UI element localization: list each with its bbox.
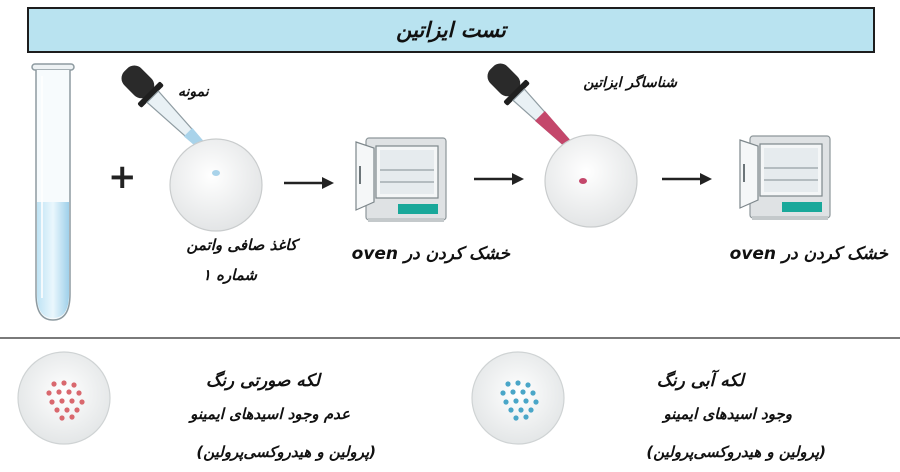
- spot: [64, 407, 70, 413]
- dry-label-2: خشک کردن در oven: [729, 244, 888, 264]
- result-left-line1: عدم وجود اسیدهای ایمینو: [190, 405, 350, 423]
- spot: [59, 398, 65, 404]
- spot: [503, 399, 509, 405]
- spot: [510, 389, 516, 395]
- plus-sign: +: [108, 157, 137, 197]
- paper-label-line2: شماره ۱: [202, 266, 257, 284]
- spot: [71, 382, 77, 388]
- spot: [515, 380, 521, 386]
- result-left-title: لکه صورتی رنگ: [205, 371, 320, 391]
- spot: [530, 390, 536, 396]
- spot: [513, 415, 519, 421]
- dry-label-1: خشک کردن در oven: [351, 244, 510, 264]
- result-left-line2: (پرولین و هیدروکسی‌پرولین): [196, 443, 376, 461]
- spot: [523, 398, 529, 404]
- filter-paper-icon: [169, 138, 263, 232]
- oven-icon: [355, 137, 447, 222]
- spot: [49, 399, 55, 405]
- spot: [56, 389, 62, 395]
- spot: [520, 389, 526, 395]
- spot: [508, 407, 514, 413]
- result-right-line2: (پرولین و هیدروکسی‌پرولین): [646, 443, 826, 461]
- spot: [61, 380, 67, 386]
- arrow-right-icon: [284, 177, 334, 189]
- filter-paper-indicator-icon: [544, 134, 638, 228]
- spot: [54, 407, 60, 413]
- spot: [66, 389, 72, 395]
- spot: [525, 382, 531, 388]
- section-divider: [0, 337, 900, 339]
- spot: [69, 414, 75, 420]
- title-banner: تست ایزاتین: [27, 7, 875, 53]
- spot: [46, 390, 52, 396]
- indicator-label: شناساگر ایزاتین: [583, 75, 677, 91]
- test-tube-icon: [31, 63, 75, 321]
- pink-spots: [46, 380, 85, 421]
- page-title: تست ایزاتین: [396, 18, 506, 42]
- spot: [518, 407, 524, 413]
- paper-label-line1: کاغذ صافی واتمن: [186, 236, 297, 254]
- spot: [69, 398, 75, 404]
- arrow-right-icon-3: [662, 173, 712, 185]
- arrow-right-icon-2: [474, 173, 524, 185]
- result-right-line1: وجود اسیدهای ایمینو: [663, 405, 792, 423]
- spot: [528, 407, 534, 413]
- blue-spot-dish-icon: [471, 351, 565, 445]
- spot: [79, 399, 85, 405]
- blue-spots: [500, 380, 539, 421]
- spot: [51, 381, 57, 387]
- pink-spot-dish-icon: [17, 351, 111, 445]
- spot: [59, 415, 65, 421]
- spot: [513, 398, 519, 404]
- sample-label: نمونه: [178, 84, 209, 100]
- result-right-title: لکه آبی رنگ: [656, 371, 744, 391]
- oven-icon-2: [739, 135, 831, 220]
- spot: [505, 381, 511, 387]
- spot: [523, 414, 529, 420]
- spot: [74, 407, 80, 413]
- spot: [500, 390, 506, 396]
- spot: [76, 390, 82, 396]
- spot: [533, 399, 539, 405]
